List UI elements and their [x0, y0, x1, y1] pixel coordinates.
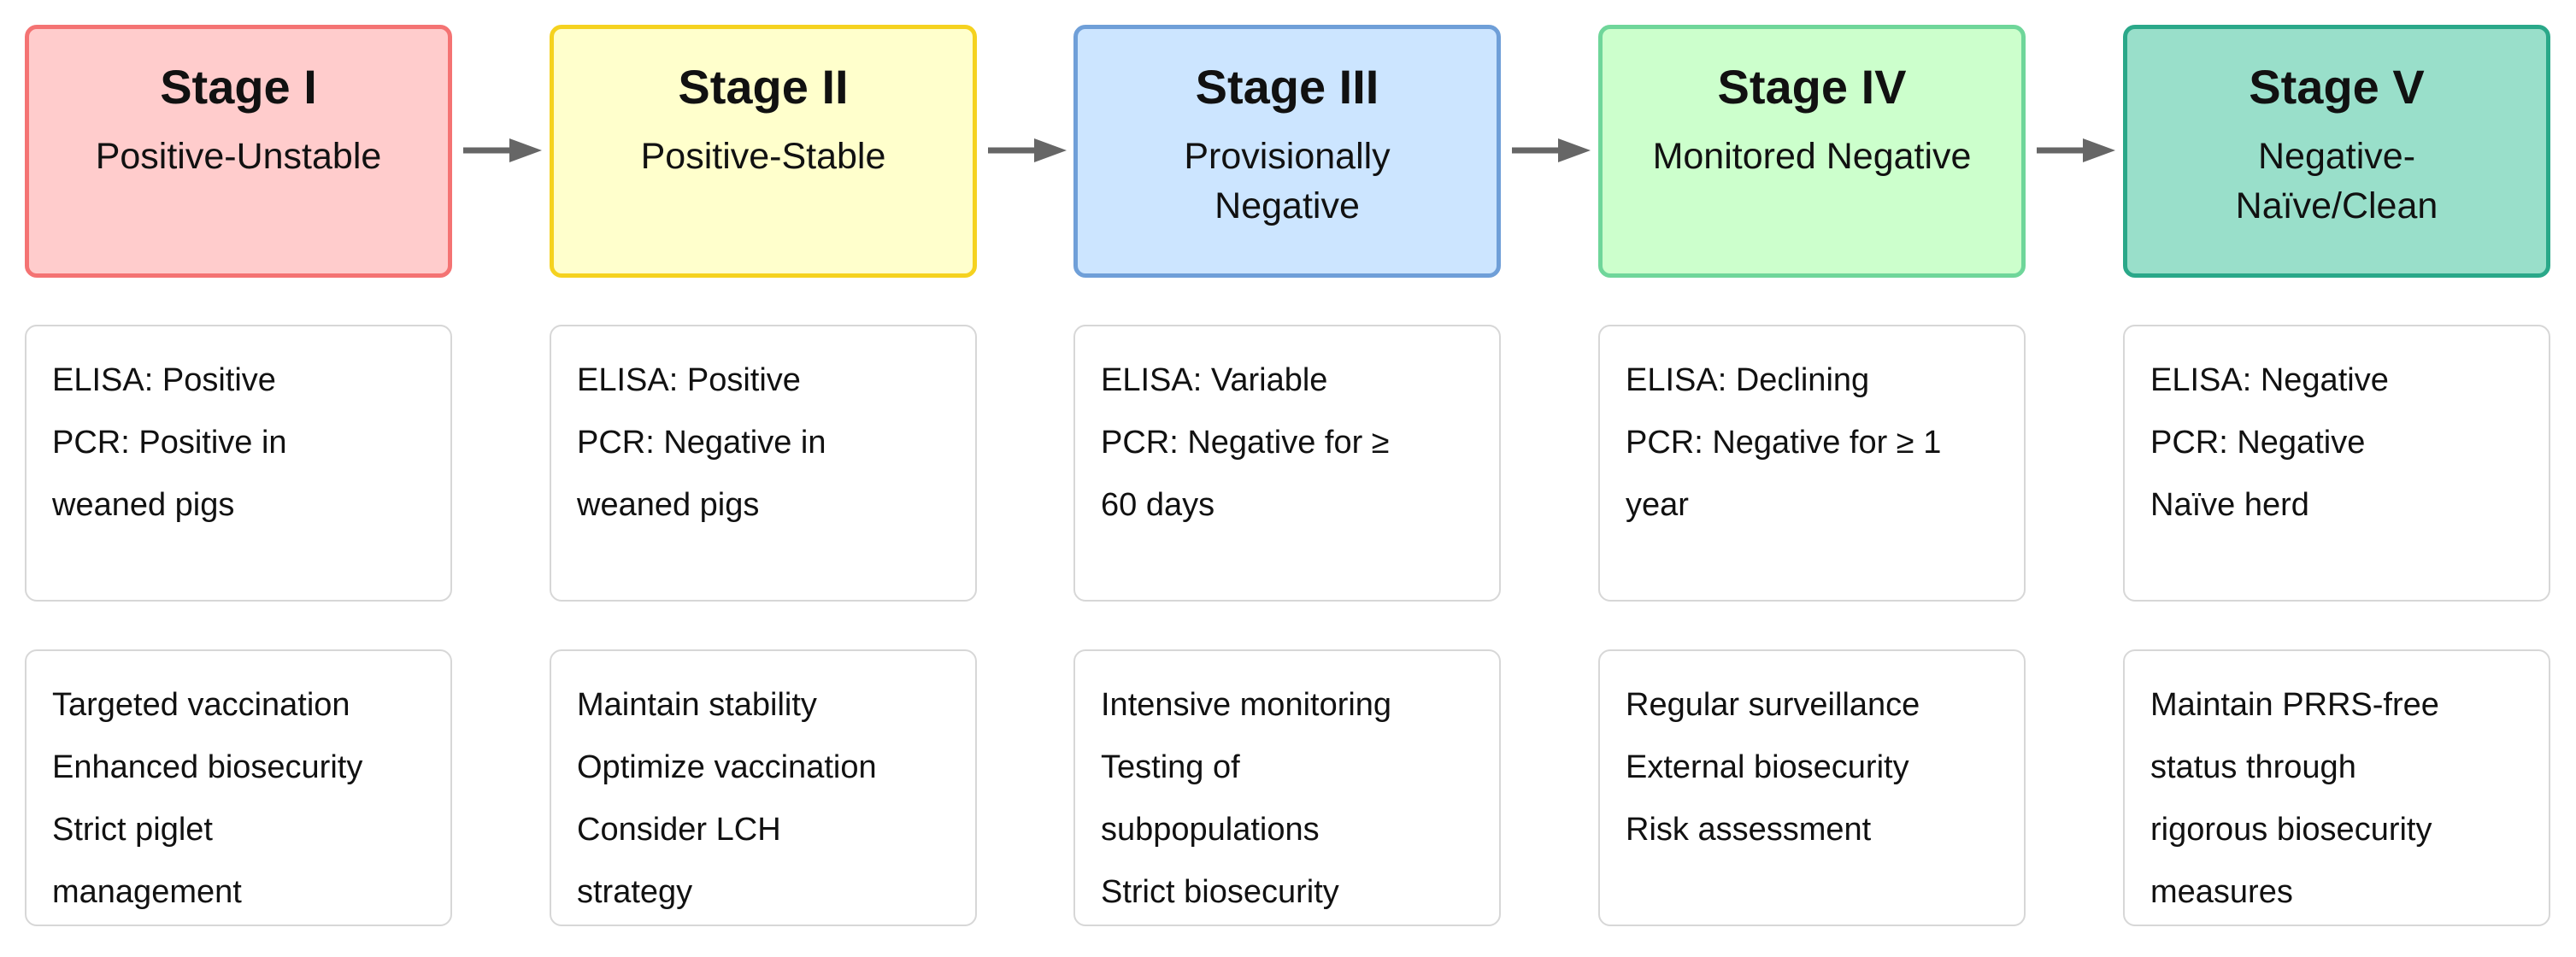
stage-1-action-line-3: Strict piglet: [52, 812, 213, 848]
stage-2-title: Stage II: [678, 60, 849, 114]
stage-1-actions-box: Targeted vaccination Enhanced biosecurit…: [25, 649, 452, 926]
stage-4-diagnostic-line-1: ELISA: Declining: [1626, 362, 1870, 398]
stage-4-actions-box: Regular surveillance External biosecurit…: [1598, 649, 2026, 926]
stage-4-action-line-3: Risk assessment: [1626, 812, 1872, 848]
stage-1-diagnostic-line-3: weaned pigs: [52, 487, 235, 523]
stage-2-diagnostic-line-2: PCR: Negative in: [577, 425, 826, 461]
stage-2-diagnostic-line-1: ELISA: Positive: [577, 362, 801, 398]
arrow-1-2-icon: [463, 138, 542, 162]
stage-5-action-line-3: rigorous biosecurity: [2150, 812, 2432, 848]
stage-2-subtitle: Positive-Stable: [554, 132, 973, 181]
stage-2-action-line-4: strategy: [577, 874, 693, 910]
stage-2-actions-box: Maintain stability Optimize vaccination …: [550, 649, 977, 926]
stage-2-box: Stage II Positive-Stable: [550, 25, 977, 278]
stage-3-action-line-3: subpopulations: [1101, 812, 1320, 848]
stage-1-action-line-1: Targeted vaccination: [52, 687, 350, 723]
stage-3-title: Stage III: [1195, 60, 1379, 114]
arrow-3-4-icon: [1512, 138, 1591, 162]
stage-3-diagnostic-line-1: ELISA: Variable: [1101, 362, 1328, 398]
stage-2-action-line-2: Optimize vaccination: [577, 749, 877, 785]
stage-4-box: Stage IV Monitored Negative: [1598, 25, 2026, 278]
stage-4-subtitle-line: Monitored Negative: [1652, 136, 1972, 177]
arrow-2-3-icon: [988, 138, 1067, 162]
stage-3-diagnostic-line-3: 60 days: [1101, 487, 1215, 523]
stage-3-action-line-4: Strict biosecurity: [1101, 874, 1339, 910]
stage-3-box: Stage III Provisionally Negative: [1073, 25, 1501, 278]
stage-4-action-line-1: Regular surveillance: [1626, 687, 1920, 723]
stage-1-subtitle-line: Positive-Unstable: [95, 136, 382, 177]
stage-5-diagnostic-line-1: ELISA: Negative: [2150, 362, 2389, 398]
stage-3-action-line-2: Testing of: [1101, 749, 1240, 785]
stage-5-box: Stage V Negative- Naïve/Clean: [2123, 25, 2550, 278]
arrow-4-5-icon: [2037, 138, 2115, 162]
stage-5-diagnostic-line-3: Naïve herd: [2150, 487, 2309, 523]
stage-4-diagnostic-line-2: PCR: Negative for ≥ 1: [1626, 425, 1942, 461]
stage-5-action-line-4: measures: [2150, 874, 2293, 910]
stage-5-diagnostic-line-2: PCR: Negative: [2150, 425, 2366, 461]
stage-2-action-line-3: Consider LCH: [577, 812, 781, 848]
stage-3-diagnostics-box: ELISA: Variable PCR: Negative for ≥ 60 d…: [1073, 325, 1501, 602]
stage-1-diagnostic-line-2: PCR: Positive in: [52, 425, 287, 461]
stage-5-subtitle-line-1: Negative-: [2257, 136, 2416, 177]
stage-3-diagnostic-line-2: PCR: Negative for ≥: [1101, 425, 1390, 461]
stage-1-action-line-2: Enhanced biosecurity: [52, 749, 363, 785]
stage-4-diagnostic-line-3: year: [1626, 487, 1689, 523]
stage-5-subtitle: Negative- Naïve/Clean: [2127, 132, 2546, 231]
stage-5-actions-box: Maintain PRRS-free status through rigoro…: [2123, 649, 2550, 926]
stage-1-diagnostics-box: ELISA: Positive PCR: Positive in weaned …: [25, 325, 452, 602]
stage-2-action-line-1: Maintain stability: [577, 687, 817, 723]
stage-3-subtitle: Provisionally Negative: [1078, 132, 1497, 231]
stage-3-subtitle-line-1: Provisionally: [1184, 136, 1391, 177]
stage-5-action-line-2: status through: [2150, 749, 2356, 785]
stage-2-subtitle-line: Positive-Stable: [640, 136, 886, 177]
stage-1-action-line-4: management: [52, 874, 242, 910]
stage-2-diagnostics-box: ELISA: Positive PCR: Negative in weaned …: [550, 325, 977, 602]
stage-5-subtitle-line-2: Naïve/Clean: [2235, 185, 2438, 226]
stage-3-actions-box: Intensive monitoring Testing of subpopul…: [1073, 649, 1501, 926]
stage-1-diagnostic-line-1: ELISA: Positive: [52, 362, 276, 398]
stage-1-box: Stage I Positive-Unstable: [25, 25, 452, 278]
stage-2-diagnostic-line-3: weaned pigs: [577, 487, 760, 523]
stage-5-action-line-1: Maintain PRRS-free: [2150, 687, 2439, 723]
stage-5-title: Stage V: [2249, 60, 2425, 114]
stage-4-action-line-2: External biosecurity: [1626, 749, 1909, 785]
stage-3-action-line-1: Intensive monitoring: [1101, 687, 1392, 723]
stage-1-subtitle: Positive-Unstable: [29, 132, 448, 181]
stage-4-subtitle: Monitored Negative: [1603, 132, 2021, 181]
stage-4-title: Stage IV: [1717, 60, 1907, 114]
stage-3-subtitle-line-2: Negative: [1214, 185, 1360, 226]
stage-4-diagnostics-box: ELISA: Declining PCR: Negative for ≥ 1 y…: [1598, 325, 2026, 602]
stage-1-title: Stage I: [160, 60, 317, 114]
stage-5-diagnostics-box: ELISA: Negative PCR: Negative Naïve herd: [2123, 325, 2550, 602]
